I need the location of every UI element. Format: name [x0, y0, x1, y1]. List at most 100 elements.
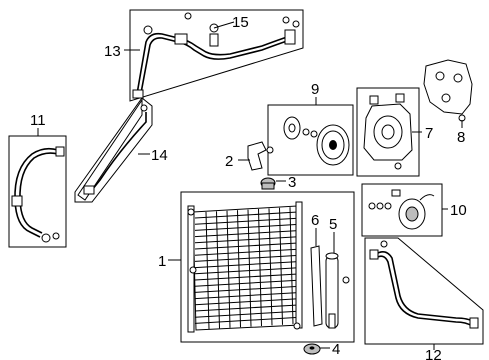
part-1-bolt-mid	[189, 266, 197, 274]
part-13-seal-a	[282, 16, 290, 24]
condenser-tube	[205, 211, 210, 330]
part-1-tank-right	[295, 201, 303, 329]
condenser-fin	[194, 285, 299, 293]
part-10-connector	[391, 189, 401, 197]
part-13-fitting-right	[284, 29, 296, 45]
part-14-fitting	[83, 185, 95, 195]
part-10-snap-ring-a	[368, 202, 376, 210]
part-14-oring-top	[140, 104, 148, 112]
part-14-liquid-line-group	[74, 97, 153, 203]
condenser-tube	[289, 207, 294, 325]
part-14-pipe	[91, 112, 147, 191]
part-7-compressor-shaft	[381, 124, 395, 140]
condenser-tube	[216, 211, 220, 329]
callout-4: 4	[332, 341, 340, 358]
callout-15: 15	[232, 14, 249, 31]
part-12-hose-group	[364, 237, 484, 345]
part-11-box	[8, 135, 67, 248]
part-13-hose	[136, 32, 291, 95]
part-2-bracket-body	[247, 141, 267, 171]
part-1-condenser-core	[192, 205, 301, 331]
part-14-box	[74, 97, 153, 203]
part-8-hole-a	[435, 71, 445, 81]
condenser-fin	[194, 217, 299, 225]
part-10-snap-ring-b	[376, 202, 384, 210]
part-4-cushion-hole	[309, 346, 315, 350]
part-13-hose-inner	[140, 37, 291, 94]
callout-8: 8	[457, 129, 465, 146]
condenser-fin	[194, 223, 299, 231]
condenser-tube	[226, 210, 231, 328]
condenser-tube	[268, 208, 273, 326]
part-13-box	[129, 9, 304, 102]
part-7-bolt	[394, 162, 402, 170]
part-11-hose	[14, 147, 59, 238]
part-2-bolt	[266, 146, 274, 154]
part-13-seal-b	[292, 20, 300, 28]
callout-12: 12	[425, 347, 442, 360]
callout-11: 11	[30, 112, 46, 129]
condenser-tube	[258, 208, 262, 327]
callout-14: 14	[151, 147, 168, 164]
callout-7: 7	[425, 125, 433, 142]
condenser-fin	[194, 298, 299, 306]
part-1-core-frame	[192, 205, 301, 331]
part-8-bracket	[423, 59, 473, 122]
part-8-hole-b	[453, 73, 463, 83]
part-9-clutch-group	[267, 104, 354, 176]
part-6-seal-strip	[310, 245, 323, 327]
condenser-fin	[194, 279, 299, 287]
condenser-fin	[194, 310, 299, 318]
part-10-coil-center	[405, 206, 419, 222]
part-1-bolt-top	[187, 208, 195, 216]
part-8-hole-c	[441, 93, 451, 103]
part-5-plug	[328, 313, 336, 329]
callout-10: 10	[450, 202, 467, 219]
part-10-box	[361, 183, 443, 237]
part-11-fitting-top	[55, 146, 65, 157]
part-12-fitting-end	[469, 317, 479, 329]
part-13-end-fitting	[132, 89, 144, 99]
part-12-box	[364, 237, 484, 345]
part-13-suction-hose-group	[129, 9, 304, 102]
condenser-fin	[194, 211, 299, 219]
part-7-fitting-a	[369, 95, 379, 105]
callout-9: 9	[311, 81, 319, 98]
part-11-fitting-bottom	[41, 233, 51, 243]
callout-3: 3	[288, 174, 296, 191]
part-11-discharge-hose-group	[8, 135, 67, 248]
part-7-fitting-b	[395, 93, 405, 103]
condenser-tube	[279, 207, 283, 325]
condenser-fin	[194, 292, 299, 300]
part-3-mount-body	[261, 182, 275, 190]
part-9-box	[267, 104, 354, 176]
part-11-oring	[52, 232, 60, 240]
condenser-fin	[194, 316, 299, 324]
part-12-oring	[380, 240, 388, 248]
part-5-oring	[342, 276, 350, 284]
condenser-tube	[247, 209, 252, 327]
callout-13: 13	[104, 43, 121, 60]
part-9-shim	[302, 128, 310, 136]
condenser-fin	[194, 304, 299, 312]
part-8-bracket-body	[423, 59, 473, 115]
part-11-bracket	[11, 195, 23, 207]
part-7-compressor-group	[356, 87, 420, 177]
condenser-tube	[237, 210, 241, 328]
callout-5: 5	[329, 216, 337, 233]
part-9-pulley-hub	[329, 140, 337, 150]
part-14-box-edge	[77, 98, 143, 201]
part-12-hose-inner	[375, 255, 473, 327]
part-4-mount-cushion	[303, 343, 321, 355]
part-12-fitting-top	[369, 249, 379, 260]
part-9-plate-hub	[288, 123, 296, 133]
part-1-bolt-bottom	[293, 322, 301, 330]
part-13-fitting-mid	[174, 33, 188, 45]
callout-1: 1	[158, 253, 166, 270]
condenser-fin	[194, 230, 299, 238]
callout-2: 2	[225, 153, 233, 170]
part-3-mount	[260, 177, 276, 190]
part-1-condenser-group	[180, 191, 355, 343]
part-2-bracket	[247, 141, 274, 171]
